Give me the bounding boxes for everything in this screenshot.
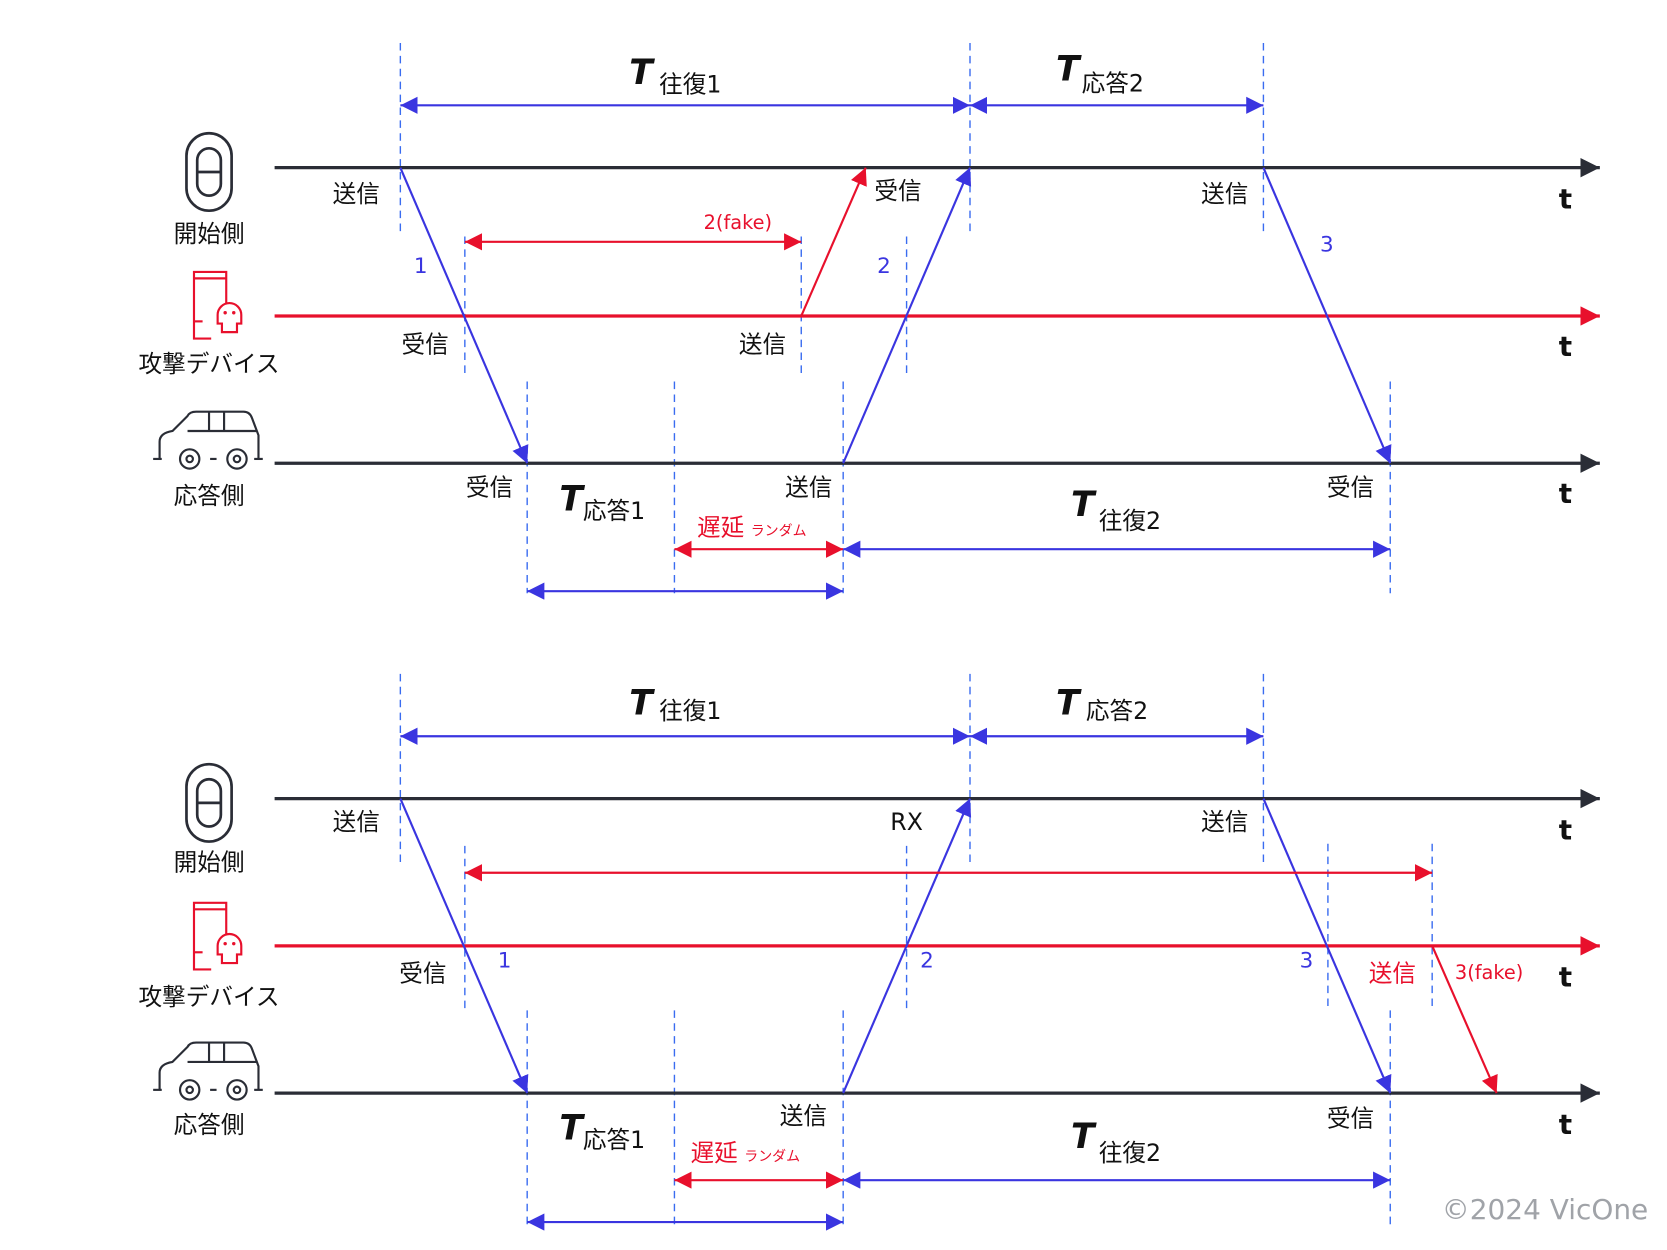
axis-t: t bbox=[1559, 183, 1572, 216]
axis-t: t bbox=[1559, 477, 1572, 510]
event-label: 送信 bbox=[333, 808, 380, 836]
axis-t: t bbox=[1559, 961, 1572, 994]
event-label: 受信 bbox=[1327, 473, 1374, 501]
attacker-phone-skull-icon bbox=[192, 901, 243, 971]
car-icon bbox=[152, 1041, 264, 1101]
dashed-guides bbox=[399, 673, 1433, 1225]
event-label: 受信 bbox=[466, 473, 513, 501]
event-label: RX bbox=[890, 808, 923, 836]
axis-t: t bbox=[1559, 813, 1572, 846]
responder-label: 応答側 bbox=[174, 1111, 245, 1139]
axis-t: t bbox=[1559, 1108, 1572, 1141]
copyright-watermark: ©2024 VicOne bbox=[1442, 1193, 1648, 1226]
message-1 bbox=[399, 167, 529, 464]
message-1-label: 1 bbox=[414, 254, 428, 279]
message-3-fake bbox=[1431, 945, 1498, 1094]
event-label: 受信 bbox=[401, 331, 448, 359]
key-fob-icon bbox=[185, 131, 233, 213]
dashed-guides bbox=[399, 42, 1391, 594]
message-2-fake bbox=[800, 167, 867, 317]
event-label: 受信 bbox=[1327, 1104, 1374, 1132]
initiator-label: 開始側 bbox=[174, 220, 245, 248]
attacker-phone-skull-icon bbox=[192, 270, 243, 340]
message-2 bbox=[842, 167, 972, 464]
message-3-label: 3 bbox=[1320, 233, 1334, 258]
event-label: 送信 bbox=[1201, 808, 1248, 836]
message-2-label: 2 bbox=[920, 948, 934, 973]
initiator-label: 開始側 bbox=[174, 849, 245, 877]
event-label: 受信 bbox=[399, 959, 446, 987]
fake-message-label: 3(fake) bbox=[1455, 961, 1523, 984]
attacker-label: 攻撃デバイス bbox=[139, 350, 280, 378]
event-label: 送信 bbox=[739, 331, 786, 359]
message-1-label: 1 bbox=[498, 948, 512, 973]
event-label: 受信 bbox=[874, 177, 921, 205]
delay-random-label: 遅延ランダム bbox=[691, 1139, 801, 1167]
event-label: 送信 bbox=[1369, 959, 1416, 987]
fake-message-label: 2(fake) bbox=[704, 211, 772, 234]
message-2 bbox=[842, 798, 972, 1094]
event-label: 送信 bbox=[785, 473, 832, 501]
message-1 bbox=[399, 798, 529, 1094]
event-label: 送信 bbox=[333, 180, 380, 208]
axis-t: t bbox=[1559, 330, 1572, 363]
event-label: 送信 bbox=[780, 1102, 827, 1130]
event-label: 送信 bbox=[1201, 180, 1248, 208]
t-response2-label: T応答2 bbox=[1056, 50, 1144, 98]
t-response1-label: T応答1 bbox=[559, 1108, 645, 1154]
attacker-label: 攻撃デバイス bbox=[139, 983, 280, 1011]
message-3 bbox=[1262, 167, 1392, 464]
delay-random-label: 遅延ランダム bbox=[697, 513, 807, 541]
message-3-label: 3 bbox=[1300, 948, 1314, 973]
message-3 bbox=[1262, 798, 1392, 1094]
key-fob-icon bbox=[185, 762, 233, 843]
t-response1-label: T応答1 bbox=[559, 480, 645, 526]
car-icon bbox=[152, 410, 264, 470]
message-2-label: 2 bbox=[877, 254, 891, 279]
responder-label: 応答側 bbox=[174, 482, 245, 510]
